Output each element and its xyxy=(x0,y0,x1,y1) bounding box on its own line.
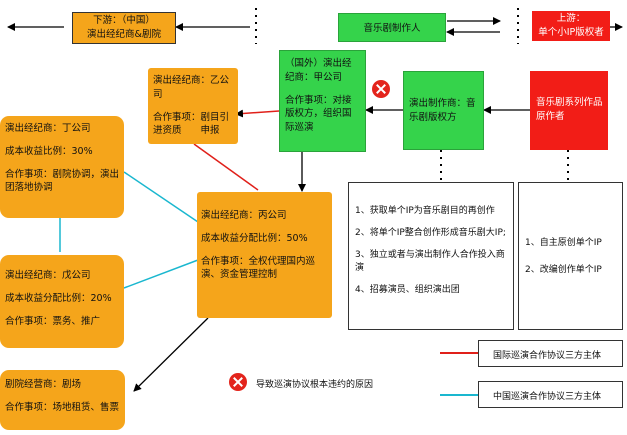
broker-e-node: 演出经纪商：戊公司 成本收益分配比例：20% 合作事项：票务、推广 xyxy=(0,255,124,348)
broker-b-duty: 合作事项：剧目引进资质 申报 xyxy=(153,111,230,137)
broker-e-title: 演出经纪商：戊公司 xyxy=(5,270,91,281)
legend-cyan-label: 中国巡演合作协议三方主体 xyxy=(493,392,602,402)
production-title: 演出制作商：音乐剧版权方 xyxy=(409,98,476,123)
cyan-line-e-to-c xyxy=(123,259,199,289)
broker-d-node: 演出经纪商：丁公司 成本收益比例：30% 合作事项：剧院协调，演出团落地协调 xyxy=(0,116,124,218)
producer-task-2: 2、将单个IP整合创作形成音乐剧大IP; xyxy=(355,228,506,239)
legend-cyan-box: 中国巡演合作协议三方主体 xyxy=(478,381,623,408)
theater-duty: 合作事项：场地租赁、售票 xyxy=(5,401,120,413)
broker-c-title: 演出经纪商：丙公司 xyxy=(201,210,287,221)
broker-a-title: （国外）演出经纪商：甲公司 xyxy=(285,58,352,83)
theater-node: 剧院经营商：剧场 合作事项：场地租赁、售票 xyxy=(0,370,125,430)
upstream-label-line1: 上游： xyxy=(556,13,586,24)
broker-c-ratio: 成本收益分配比例：50% xyxy=(201,232,308,244)
production-node: 演出制作商：音乐剧版权方 xyxy=(403,71,484,150)
red-line-b-to-c xyxy=(193,143,259,191)
broker-a-duty: 合作事项：对接版权方，组织国际巡演 xyxy=(285,94,352,134)
upstream-label: 上游： 单个小IP版权者 xyxy=(532,11,610,41)
producer-label: 音乐剧制作人 xyxy=(338,13,446,42)
producer-task-3: 3、独立或者与演出制作人合作投入商演 xyxy=(355,250,505,274)
original-author-node: 音乐剧系列作品原作者 xyxy=(530,71,608,150)
breach-note: 导致巡演协议根本违约的原因 xyxy=(256,380,374,390)
downstream-label-line2: 演出经纪商&剧院 xyxy=(87,28,161,40)
broker-e-ratio: 成本收益分配比例：20% xyxy=(5,292,112,304)
producer-task-1: 1、获取单个IP为音乐剧目的再创作 xyxy=(355,206,495,216)
broker-a-node: （国外）演出经纪商：甲公司 合作事项：对接版权方，组织国际巡演 xyxy=(279,50,366,152)
broker-d-duty: 合作事项：剧院协调，演出团落地协调 xyxy=(5,168,120,194)
breach-legend-x-icon xyxy=(229,373,247,391)
broker-d-title: 演出经纪商：丁公司 xyxy=(5,123,91,134)
original-author-title: 音乐剧系列作品原作者 xyxy=(536,97,603,122)
producer-tasks-box: 1、获取单个IP为音乐剧目的再创作 2、将单个IP整合创作形成音乐剧大IP; 3… xyxy=(348,182,514,330)
producer-label-text: 音乐剧制作人 xyxy=(363,23,421,34)
broker-c-node: 演出经纪商：丙公司 成本收益分配比例：50% 合作事项：全权代理国内巡演、资金管… xyxy=(197,192,332,318)
upstream-label-line2: 单个小IP版权者 xyxy=(538,26,604,38)
broker-b-title: 演出经纪商：乙公司 xyxy=(153,75,230,100)
legend-red-box: 国际巡演合作协议三方主体 xyxy=(478,340,623,367)
broker-c-duty: 合作事项：全权代理国内巡演、资金管理控制 xyxy=(201,255,316,281)
theater-title: 剧院经营商：剧场 xyxy=(5,379,82,390)
legend-red-label: 国际巡演合作协议三方主体 xyxy=(493,351,602,361)
cyan-line-d-to-c xyxy=(123,171,199,223)
ip-tasks-box: 1、自主原创单个IP 2、改编创作单个IP xyxy=(518,182,623,330)
broker-e-duty: 合作事项：票务、推广 xyxy=(5,315,101,327)
arrow-c-to-theater xyxy=(133,317,209,392)
broker-d-ratio: 成本收益比例：30% xyxy=(5,145,93,157)
ip-task-2: 2、改编创作单个IP xyxy=(525,265,602,276)
downstream-label: 下游：（中国） 演出经纪商&剧院 xyxy=(72,12,176,44)
producer-task-4: 4、招募演员、组织演出团 xyxy=(355,285,460,296)
downstream-label-line1: 下游：（中国） xyxy=(93,15,155,26)
red-line-a-to-b xyxy=(235,109,280,118)
ip-task-1: 1、自主原创单个IP xyxy=(525,238,602,248)
breach-x-icon xyxy=(372,80,390,98)
broker-b-node: 演出经纪商：乙公司 合作事项：剧目引进资质 申报 xyxy=(148,68,238,144)
